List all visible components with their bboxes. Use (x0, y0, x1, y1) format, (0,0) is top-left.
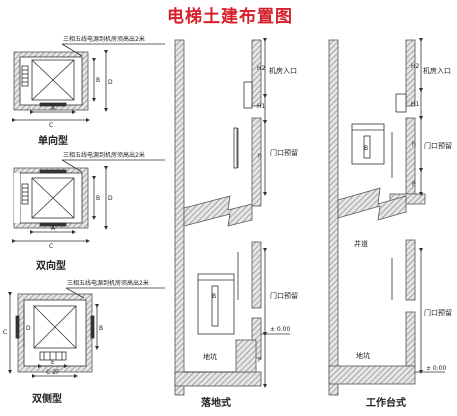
plan-side-car (33, 305, 77, 349)
platform-caption: 工作台式 (366, 396, 406, 409)
plan-side-dim-d: D (26, 325, 31, 332)
plan-double-counterweight (21, 183, 29, 205)
plan-side-dim-e: E (51, 359, 55, 366)
ground-elevation (174, 38, 290, 396)
ground-dim-p: P (258, 357, 262, 364)
platform-door-reserve-top: 门口预留 (424, 141, 452, 150)
platform-door-reserve-bottom: 门口预留 (424, 308, 452, 317)
plan-single-dim-b: B (96, 77, 100, 84)
platform-machine-room-label: 机房入口 (423, 66, 451, 75)
ground-pit-label: 地坑 (203, 352, 217, 361)
plan-single-car (31, 59, 75, 101)
plan-double (12, 159, 165, 243)
ground-caption: 落地式 (201, 396, 231, 409)
platform-dim-h: h (412, 141, 416, 148)
ground-dim-h1: H1 (257, 103, 266, 110)
platform-elevation (328, 38, 445, 396)
platform-zero-level: ± 0.00 (426, 365, 446, 372)
plan-double-dim-d: D (108, 195, 113, 202)
platform-dim-b: B (364, 145, 368, 152)
plan-double-note: 三相五线电源到机房须高出2米 (63, 151, 145, 159)
plan-side-dim-b: B (99, 325, 103, 332)
plan-double-caption: 双向型 (36, 259, 66, 272)
platform-left-wall (328, 39, 339, 396)
plan-side-caption: 双侧型 (32, 392, 62, 405)
ground-door-reserve-top: 门口预留 (270, 148, 298, 157)
plan-single-dim-a: A (51, 105, 56, 112)
platform-dim-h2: H2 (411, 63, 420, 70)
plan-double-dim-a: A (51, 225, 56, 232)
plan-single-note: 三相五线电源到机房须高出2米 (63, 35, 145, 43)
plan-single-dim-c: C (49, 122, 53, 129)
plan-single-counterweight (21, 65, 29, 87)
ground-dim-h2: H2 (257, 65, 266, 72)
plan-side-dim-ce: C-2F (46, 369, 60, 376)
platform-dim-h1: H1 (411, 101, 420, 108)
plan-single (12, 43, 165, 122)
ground-machine-room-label: 机房入口 (269, 66, 297, 75)
plan-side-note: 三相五线电源到机房须高出2米 (67, 279, 149, 287)
plan-double-dim-b: B (96, 195, 100, 202)
platform-dim-p: P (412, 181, 416, 188)
page-title: 电梯土建布置图 (167, 7, 293, 27)
platform-pit-label: 地坑 (356, 351, 370, 360)
ground-dim-b: B (212, 293, 216, 300)
plan-double-dim-c: C (49, 243, 53, 250)
plan-single-dim-d: D (108, 79, 113, 86)
platform-shaft-label: 井道 (354, 239, 368, 248)
plan-side (8, 287, 165, 378)
ground-door-reserve-bottom: 门口预留 (270, 291, 298, 300)
plan-single-caption: 单向型 (38, 134, 68, 147)
plan-double-car (31, 177, 75, 219)
ground-zero-level: ± 0.00 (270, 326, 290, 333)
plan-side-counterweight (39, 351, 67, 361)
ground-dim-h: h (258, 153, 262, 160)
plan-side-dim-c: C (3, 329, 7, 336)
ground-left-wall (174, 39, 185, 396)
